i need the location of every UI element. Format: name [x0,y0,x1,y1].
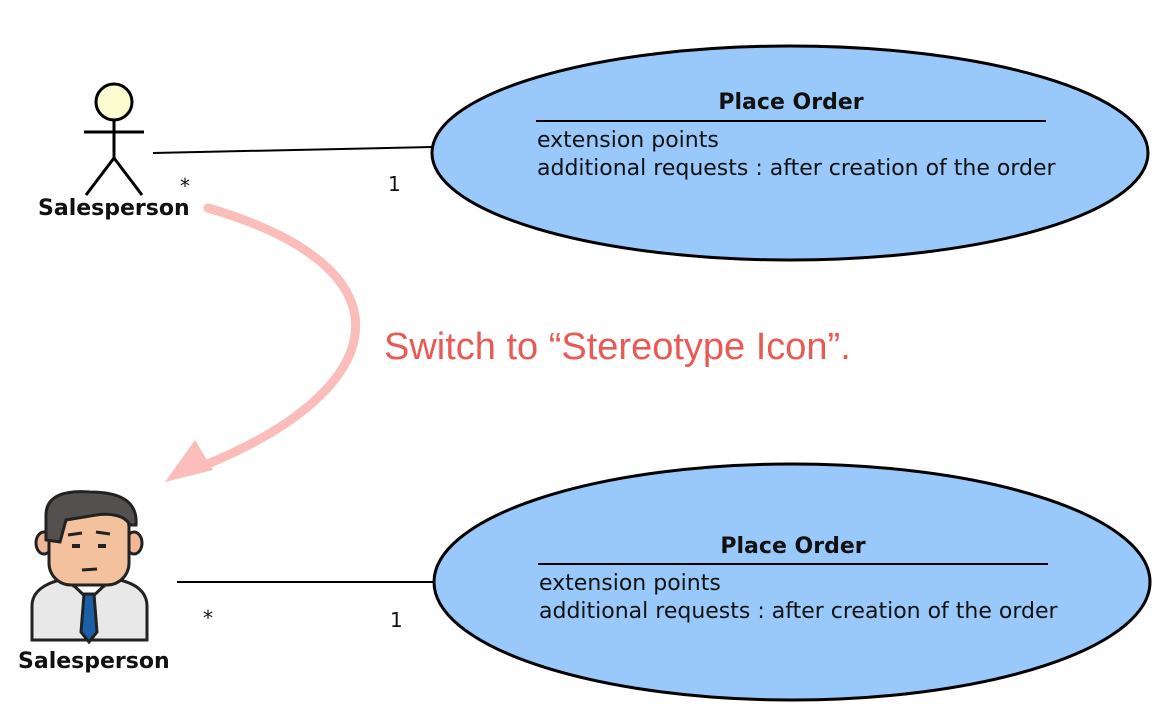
usecase-compartment-heading-bottom: extension points [539,571,721,596]
actor-name-bottom: Salesperson [18,649,170,674]
multiplicity-actor-top: * [180,174,190,198]
curved-arrow-icon [165,203,360,482]
usecase-title-top: Place Order [718,90,864,115]
multiplicity-usecase-top: 1 [388,172,401,196]
usecase-compartment-heading-top: extension points [537,128,719,153]
association-line-top[interactable] [152,146,433,154]
actor-name-top: Salesperson [38,196,190,221]
usecase-ellipse-top[interactable] [430,44,1150,262]
annotation-text: Switch to “Stereotype Icon”. [384,326,851,368]
businessman-icon[interactable] [30,490,149,645]
usecase-extension-point-top: additional requests : after creation of … [537,156,1056,181]
usecase-title-bottom: Place Order [720,534,866,559]
usecase-extension-point-bottom: additional requests : after creation of … [539,599,1058,624]
stick-figure-icon[interactable] [84,82,144,196]
multiplicity-usecase-bottom: 1 [390,608,403,632]
multiplicity-actor-bottom: * [203,606,213,630]
